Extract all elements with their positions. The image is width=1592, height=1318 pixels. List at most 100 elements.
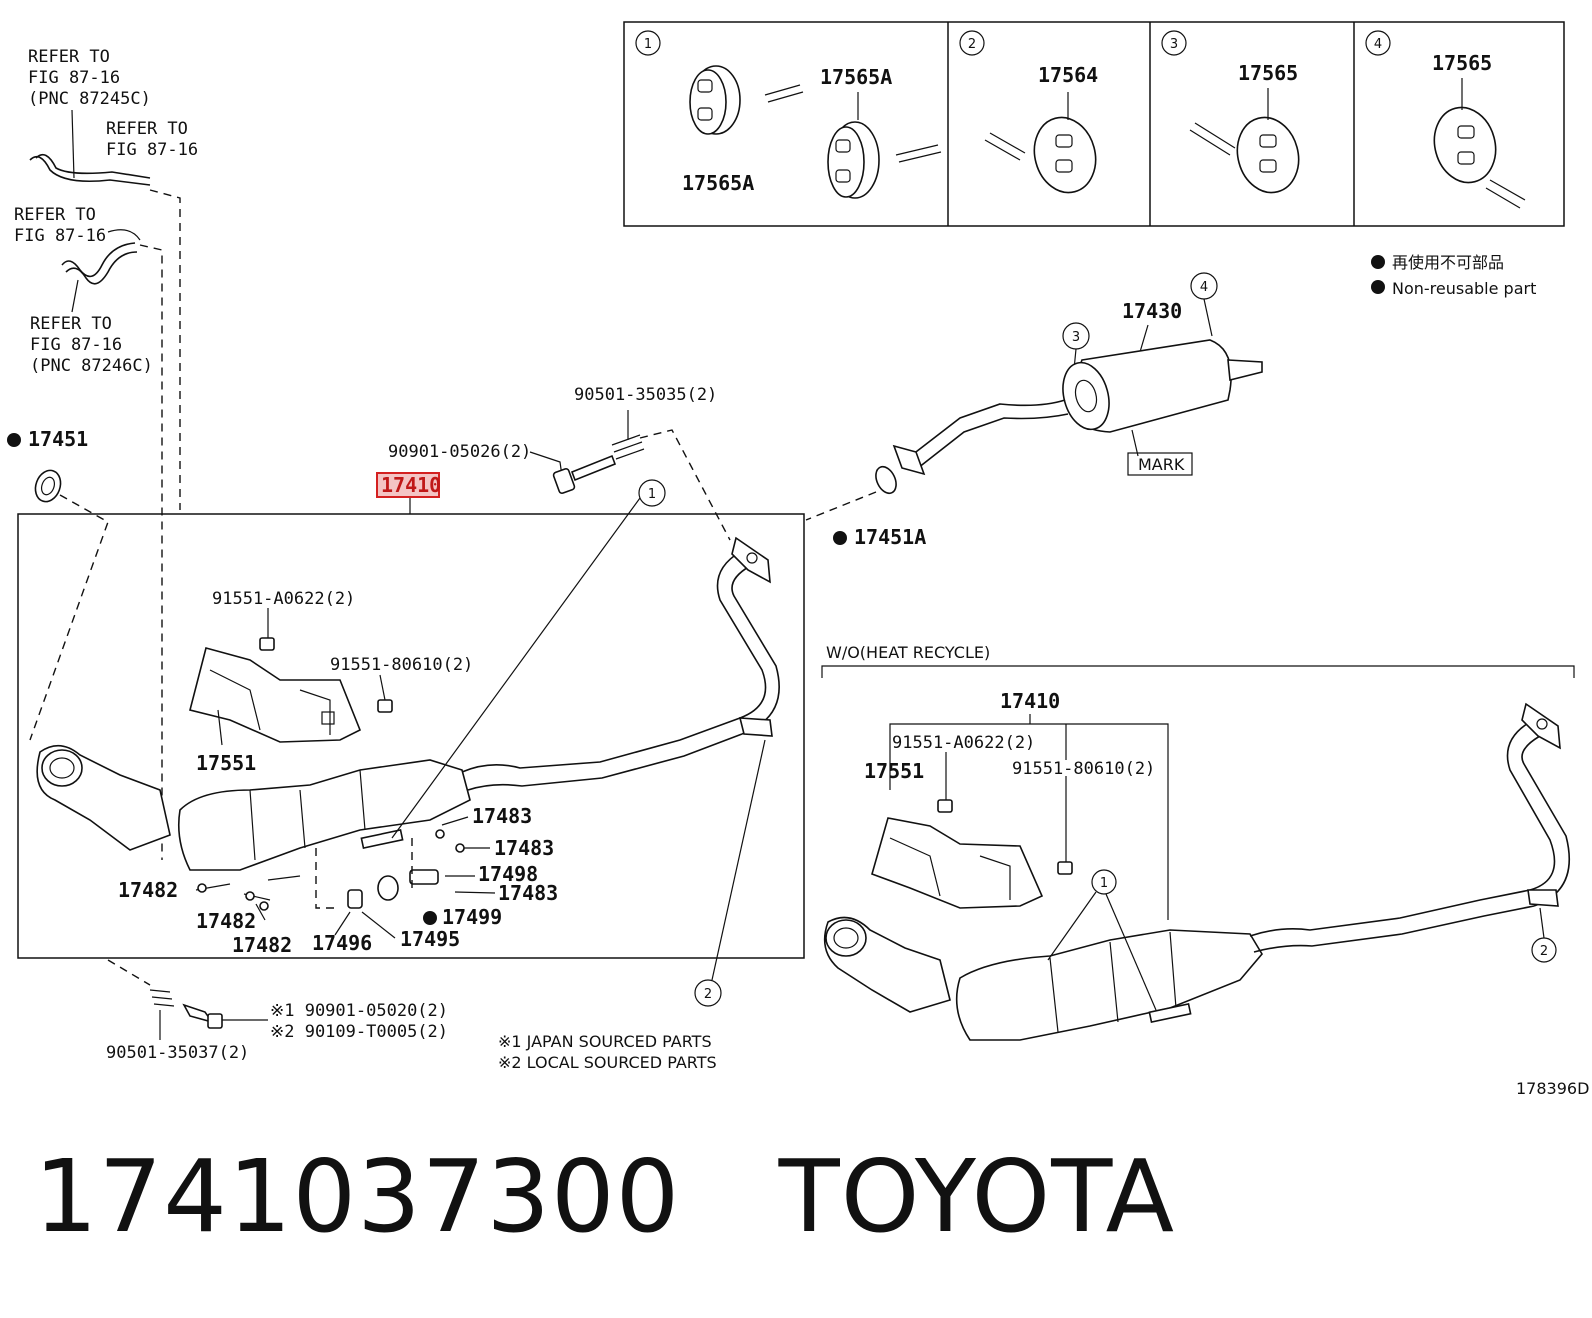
inset-label-91551-80610: 91551-80610(2): [1012, 759, 1155, 779]
cell-4-number: 4: [1374, 37, 1382, 52]
dashed-route: [639, 429, 731, 541]
inset-bracket: [821, 665, 1575, 678]
source-note-1: ※1 JAPAN SOURCED PARTS: [498, 1032, 712, 1051]
hanger-17565-illustration: [1189, 88, 1300, 194]
refer-1-line3: (PNC 87245C): [28, 89, 151, 109]
label-17410-highlight: 17410: [381, 473, 441, 497]
highlight-17410: [376, 472, 440, 498]
legend-dot: [1371, 255, 1385, 269]
callout-4-text: 4: [1200, 280, 1208, 295]
nonreusable-dot: [833, 531, 847, 545]
label-17551: 17551: [196, 751, 256, 775]
label-17483-a: 17483: [472, 804, 532, 828]
inset-without-heat-recycle: W/O(HEAT RECYCLE) 17410 91551-A0622(2) 9…: [821, 643, 1575, 1041]
dashed-route: [29, 494, 109, 741]
inset-callout-2-text: 2: [1540, 944, 1548, 959]
cell-3-number: 3: [1170, 37, 1178, 52]
refer-notes: REFER TO FIG 87-16 (PNC 87245C) REFER TO…: [14, 47, 198, 860]
inset-callout-1-text: 1: [1100, 876, 1108, 891]
lower-hardware: 90501-35037(2) ※1 90901-05020(2) ※2 9010…: [106, 959, 717, 1072]
label-17495: 17495: [400, 927, 460, 951]
legend-dot: [1371, 280, 1385, 294]
label-17499: 17499: [442, 905, 502, 929]
label-91551-a0622: 91551-A0622(2): [212, 589, 355, 609]
cell-1-circle: [635, 30, 661, 56]
label-17483-c: 17483: [498, 881, 558, 905]
assembly-17410-frame: [17, 513, 805, 959]
bolt-90901-05026: [529, 410, 731, 541]
dashed-route: [805, 491, 877, 521]
label-17482-b: 17482: [196, 909, 256, 933]
label-17496: 17496: [312, 931, 372, 955]
label-17482-c: 17482: [232, 933, 292, 957]
diagram-svg: 1 17565A 17565A 2 17564 3: [7, 21, 1589, 1098]
hanger-17565-cell4-illustration: [1433, 78, 1526, 209]
label-90501-35037: 90501-35037(2): [106, 1043, 249, 1063]
label-17498: 17498: [478, 862, 538, 886]
mark-box: [1127, 452, 1193, 476]
label-17565-cell4: 17565: [1432, 51, 1492, 75]
small-parts: 17483 17483 17498 17483 17499 17495 1749…: [118, 804, 558, 957]
leader: [107, 229, 141, 241]
hose-lower-edge: [65, 251, 138, 285]
source-note-2: ※2 LOCAL SOURCED PARTS: [498, 1053, 717, 1072]
refer-4-line3: (PNC 87246C): [30, 356, 153, 376]
leader: [71, 109, 75, 179]
dashed-route: [149, 189, 181, 510]
illustration-id: 178396D: [1516, 1079, 1589, 1098]
label-91551-80610: 91551-80610(2): [330, 655, 473, 675]
legend: 再使用不可部品 Non-reusable part: [1371, 253, 1536, 298]
legend-en: Non-reusable part: [1392, 279, 1536, 298]
dashed-route: [315, 848, 340, 909]
callout-3-text: 3: [1072, 330, 1080, 345]
leader: [71, 279, 79, 313]
inset-label-91551-a0622: 91551-A0622(2): [892, 733, 1035, 753]
refer-4-line1: REFER TO: [30, 314, 112, 334]
inset-title: W/O(HEAT RECYCLE): [826, 643, 990, 662]
refer-2-line2: FIG 87-16: [106, 140, 198, 160]
hose-upper-edge: [35, 153, 151, 179]
footer-brand: TOYOTA: [778, 1138, 1175, 1255]
inset-label-17410: 17410: [1000, 689, 1060, 713]
label-17451: 17451: [28, 427, 88, 451]
refer-3-line2: FIG 87-16: [14, 226, 106, 246]
hanger-17564-illustration: [984, 92, 1097, 194]
callout-1-text: 1: [648, 487, 656, 502]
refer-1-line1: REFER TO: [28, 47, 110, 67]
dashed-route: [107, 959, 151, 986]
cell-2-circle: [959, 30, 985, 56]
label-90901-05026: 90901-05026(2): [388, 442, 531, 462]
cell-3-circle: [1161, 30, 1187, 56]
label-90501-35035: 90501-35035(2): [574, 385, 717, 405]
label-17564: 17564: [1038, 63, 1098, 87]
hardware-panel: 1 17565A 17565A 2 17564 3: [623, 21, 1565, 227]
exhaust-pipe-17410-illustration: [36, 497, 780, 871]
dashed-route: [139, 244, 163, 860]
label-17451a: 17451A: [854, 525, 926, 549]
footer-caption: 1741037300 TOYOTA: [34, 1138, 1175, 1255]
cell-1-number: 1: [644, 37, 652, 52]
inset-callout-1-circle: [1091, 869, 1117, 895]
callout-2-text: 2: [704, 987, 712, 1002]
refer-4-line2: FIG 87-16: [30, 335, 122, 355]
refer-2-line1: REFER TO: [106, 119, 188, 139]
label-17430: 17430: [1122, 299, 1182, 323]
label-17565a-top: 17565A: [820, 65, 892, 89]
refer-3-line1: REFER TO: [14, 205, 96, 225]
legend-jp: 再使用不可部品: [1392, 253, 1504, 272]
cell-2-number: 2: [968, 37, 976, 52]
hanger-17565a-illustration: [689, 65, 942, 199]
note-bolt-2: ※2 90109-T0005(2): [270, 1022, 448, 1042]
label-17565-cell3: 17565: [1238, 61, 1298, 85]
label-17565a-bottom: 17565A: [682, 171, 754, 195]
hardware-panel-frame: [623, 21, 1565, 227]
gasket-17451: 17451: [7, 427, 109, 741]
muffler-17430: 17430 4 3 MARK 17451A: [805, 272, 1263, 549]
label-mark: MARK: [1138, 455, 1185, 474]
callout-2-circle: [694, 979, 722, 1007]
note-bolt-1: ※1 90901-05020(2): [270, 1001, 448, 1021]
hose-upper: [29, 155, 151, 186]
label-17483-b: 17483: [494, 836, 554, 860]
leader: [711, 739, 766, 981]
